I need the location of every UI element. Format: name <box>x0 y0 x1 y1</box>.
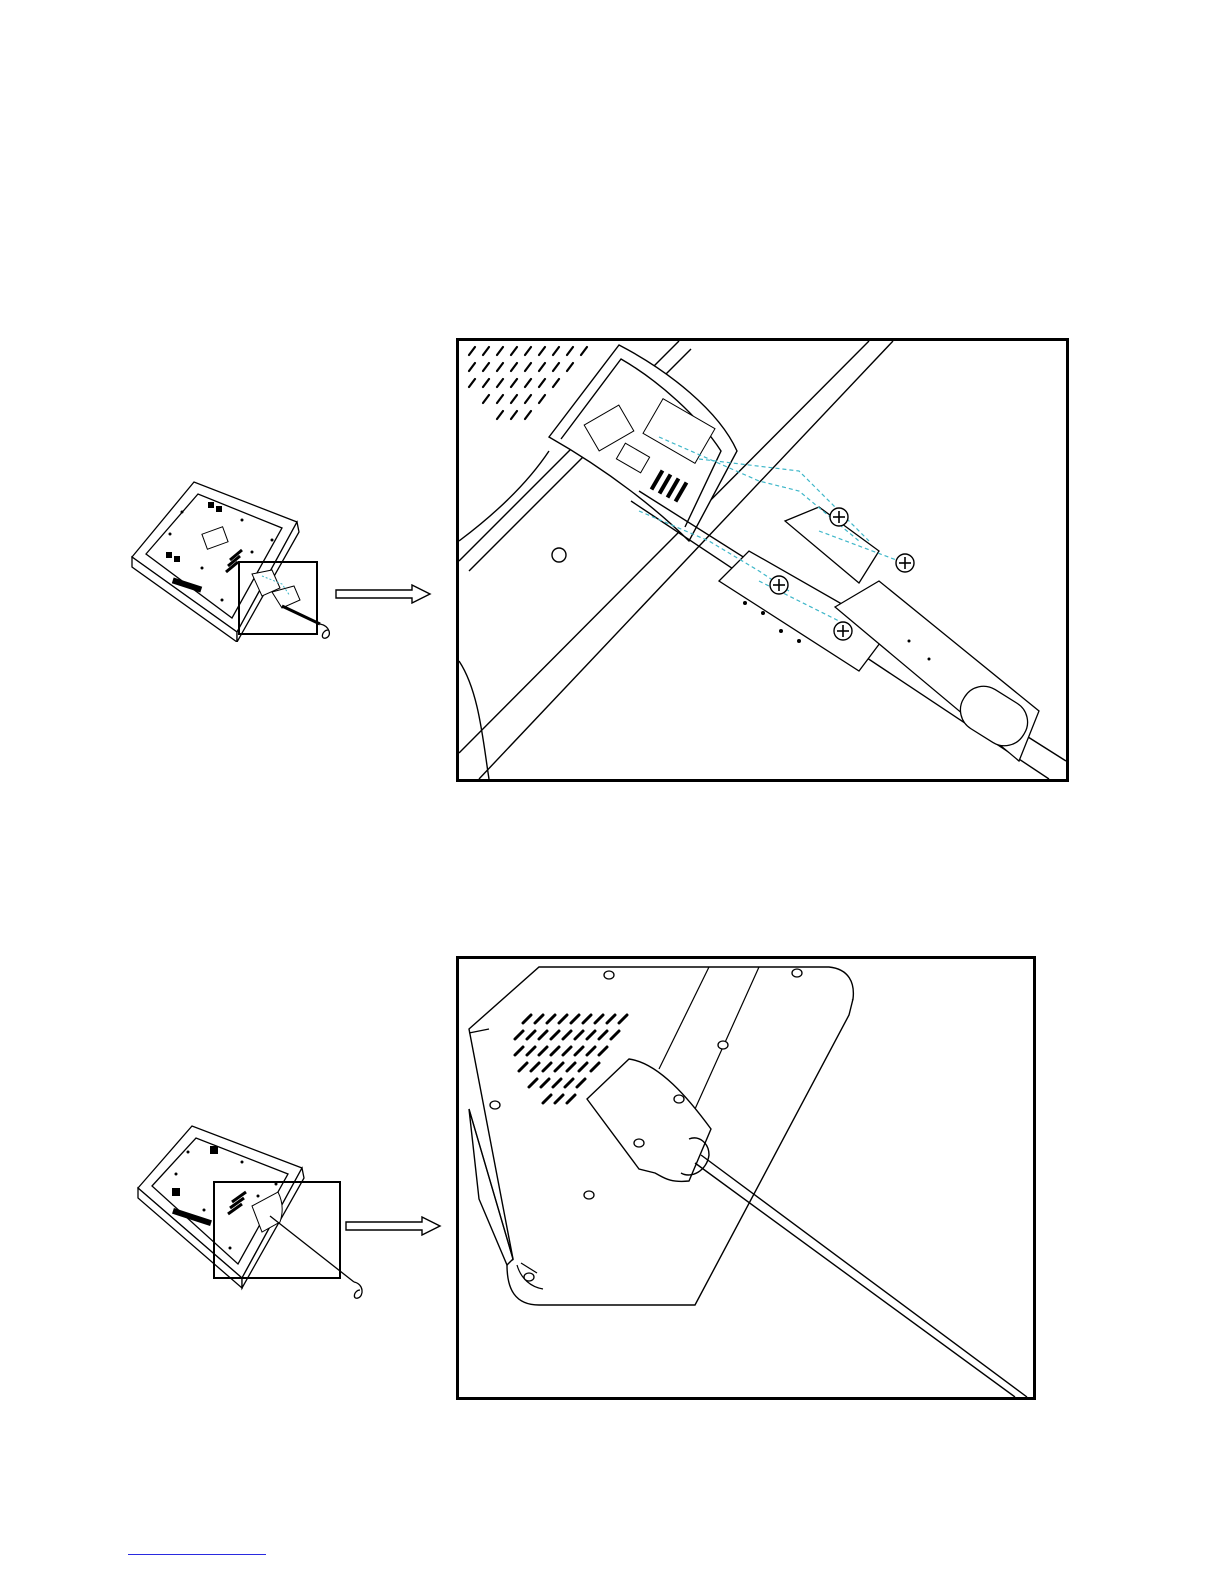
arrow-right-icon <box>334 584 432 604</box>
step-2-detail-frame <box>456 956 1036 1400</box>
step-2-thumbnail <box>132 1118 372 1308</box>
step-1-detail-frame <box>456 338 1069 782</box>
arrow-right-icon <box>344 1216 442 1236</box>
step-1-thumbnail <box>122 472 352 642</box>
footer-rule <box>128 1554 266 1555</box>
